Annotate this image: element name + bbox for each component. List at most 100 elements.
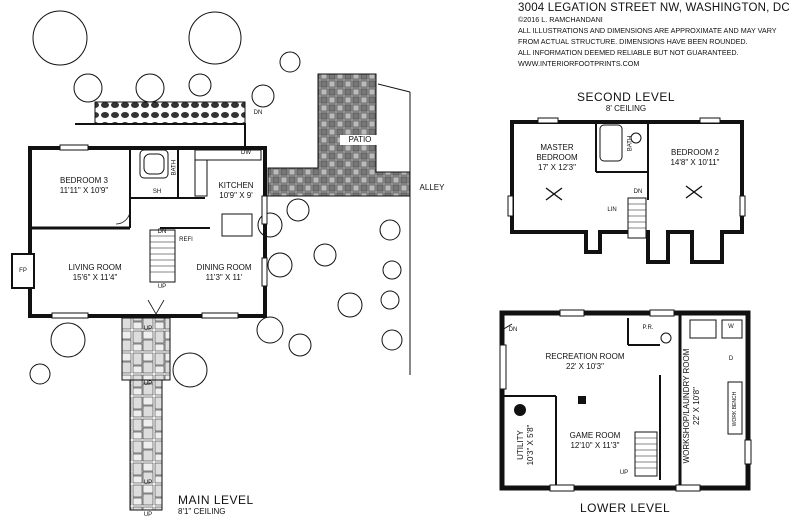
tree <box>50 322 86 358</box>
room-name: LIVING ROOM <box>68 263 122 272</box>
front-walk <box>121 317 171 381</box>
room-label-master-bedroom: MASTER BEDROOM 17' X 12'3" <box>520 143 594 173</box>
door-down-label: DN <box>508 327 518 333</box>
room-label-recreation-room: RECREATION ROOM 22' X 10'3" <box>540 352 630 372</box>
website-text: WWW.INTERIORFOOTPRINTS.COM <box>518 59 640 68</box>
tree <box>256 316 284 344</box>
walk-up-label: UP <box>143 512 153 518</box>
room-name: MASTER <box>540 143 574 152</box>
tree <box>251 84 275 108</box>
walk-up-label: UP <box>143 480 153 486</box>
room-name: RECREATION ROOM <box>545 352 625 361</box>
tree <box>73 73 103 103</box>
room-label-bedroom-3: BEDROOM 3 11'11" X 10'9" <box>44 176 124 196</box>
room-name: UTILITY <box>516 430 525 460</box>
shower-label: SH <box>152 189 162 195</box>
door-down-label: DN <box>253 110 263 116</box>
level-name: SECOND LEVEL <box>576 90 676 104</box>
main-level-plan <box>11 73 411 511</box>
room-label-bedroom-2: BEDROOM 2 14'8" X 10'11" <box>658 148 732 168</box>
room-dimensions: 22' X 10'8" <box>692 387 701 425</box>
room-name: BEDROOM 3 <box>59 176 108 185</box>
room-dimensions: 11'3" X 11' <box>205 273 243 282</box>
room-label-kitchen: KITCHEN 10'9" X 9' <box>206 181 266 201</box>
alley-label: ALLEY <box>419 183 445 192</box>
tree <box>313 243 337 267</box>
tree <box>288 333 312 357</box>
tree <box>380 290 400 310</box>
stair-up-label: UP <box>157 284 167 290</box>
walk-up-label: UP <box>143 381 153 387</box>
level-name: MAIN LEVEL <box>178 493 254 507</box>
bath-label: BATH <box>171 159 178 176</box>
tree <box>286 198 310 222</box>
patio <box>267 73 411 197</box>
room-dimensions: 11'11" X 10'9" <box>59 186 109 195</box>
room-name: WORKSHOP/LAUNDRY ROOM <box>682 348 691 464</box>
room-dimensions: 14'8" X 10'11" <box>670 158 720 167</box>
lower-outer-walls <box>499 310 751 491</box>
tree <box>188 11 242 65</box>
tree <box>29 363 51 385</box>
trees <box>29 10 405 388</box>
dishwasher-label: DW <box>241 150 251 156</box>
tree <box>32 10 88 66</box>
ceiling-height: 8'1" CEILING <box>178 507 226 516</box>
ceiling-height: 8' CEILING <box>605 104 647 113</box>
room-dimensions: 15'6" X 11'4" <box>72 273 118 282</box>
plan-header: 3004 LEGATION STREET NW, WASHINGTON, DC … <box>518 0 798 69</box>
walk-up-label: UP <box>143 326 153 332</box>
room-label-dining-room: DINING ROOM 11'3" X 11' <box>186 263 262 283</box>
room-label-workshop-laundry: WORKSHOP/LAUNDRY ROOM 22' X 10'8" <box>682 346 702 466</box>
room-label-living-room: LIVING ROOM 15'6" X 11'4" <box>55 263 135 283</box>
patio-label: PATIO <box>340 135 380 145</box>
front-walk-lower <box>129 379 163 511</box>
tree <box>381 329 403 351</box>
tree <box>188 73 212 97</box>
disclaimer-line: ALL INFORMATION DEEMED RELIABLE BUT NOT … <box>518 48 739 57</box>
room-name: BEDROOM 2 <box>670 148 719 157</box>
room-dimensions: 17' X 12'3" <box>538 163 576 172</box>
dryer-label: D <box>728 356 734 362</box>
room-label-game-room: GAME ROOM 12'10" X 11'3" <box>560 431 630 451</box>
copyright-text: ©2016 L. RAMCHANDANI <box>518 15 603 24</box>
main-level-title: MAIN LEVEL 8'1" CEILING <box>178 494 254 517</box>
tree <box>337 292 363 318</box>
room-dimensions: 10'3" X 5'8" <box>526 424 535 466</box>
room-dimensions: 10'9" X 9' <box>219 191 253 200</box>
bath-label: BATH <box>627 135 634 152</box>
tree <box>172 352 208 388</box>
room-name: BEDROOM <box>536 153 578 162</box>
powder-room-label: P.R. <box>642 325 654 331</box>
second-level-plan <box>507 117 746 264</box>
tree <box>379 219 401 241</box>
second-level-title: SECOND LEVEL 8' CEILING <box>574 91 678 114</box>
work-bench-label: WORK BENCH <box>732 391 738 427</box>
tree <box>382 260 402 280</box>
washer-label: W <box>728 324 734 330</box>
second-outer-walls <box>510 120 744 264</box>
disclaimer-line: ALL ILLUSTRATIONS AND DIMENSIONS ARE APP… <box>518 26 777 35</box>
stair-down-label: DN <box>633 189 643 195</box>
property-address: 3004 LEGATION STREET NW, WASHINGTON, DC <box>518 2 790 14</box>
lower-level-title: LOWER LEVEL <box>580 502 670 515</box>
refrigerator-label: REFI <box>179 237 193 243</box>
tree <box>267 252 293 278</box>
room-name: DINING ROOM <box>196 263 252 272</box>
disclaimer-line: FROM ACTUAL STRUCTURE. DIMENSIONS HAVE B… <box>518 37 748 46</box>
room-label-utility: UTILITY 10'3" X 5'8" <box>516 413 536 477</box>
room-name: GAME ROOM <box>569 431 621 440</box>
lower-level-plan <box>499 309 752 492</box>
tree <box>135 73 165 103</box>
hedge-strip <box>94 101 246 125</box>
room-dimensions: 12'10" X 11'3" <box>570 441 620 450</box>
main-outer-walls <box>28 146 267 318</box>
room-name: KITCHEN <box>218 181 254 190</box>
room-dimensions: 22' X 10'3" <box>566 362 604 371</box>
fireplace-label: FP <box>19 268 27 274</box>
level-name: LOWER LEVEL <box>580 501 671 515</box>
stair-up-label: UP <box>619 470 629 476</box>
tree <box>279 51 301 73</box>
linen-label: LIN <box>607 207 617 213</box>
